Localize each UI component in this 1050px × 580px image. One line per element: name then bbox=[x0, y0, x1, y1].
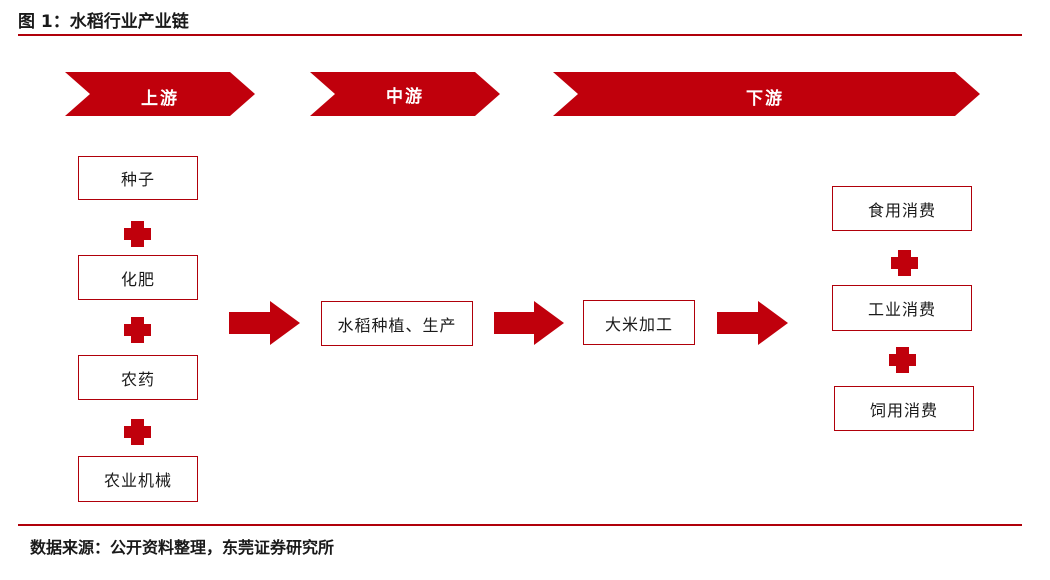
upstream-item-fertilizer: 化肥 bbox=[78, 255, 198, 300]
upstream-chevron bbox=[65, 72, 255, 116]
mid-planting-box: 水稻种植、生产 bbox=[321, 301, 473, 346]
upstream-item-machinery: 农业机械 bbox=[78, 456, 198, 502]
figure-title: 图 1：水稻行业产业链 bbox=[18, 12, 189, 32]
upstream-item-pesticide: 农药 bbox=[78, 355, 198, 400]
arrow-right-icon bbox=[717, 301, 788, 345]
arrow-right-icon bbox=[229, 301, 300, 345]
stage-downstream-label: 下游 bbox=[746, 89, 784, 109]
midstream-chevron bbox=[310, 72, 500, 116]
stage-upstream-label: 上游 bbox=[141, 89, 179, 109]
source-note: 数据来源：公开资料整理，东莞证券研究所 bbox=[30, 538, 335, 557]
downstream-item-industrial: 工业消费 bbox=[832, 285, 972, 331]
downstream-item-feed: 饲用消费 bbox=[834, 386, 974, 431]
arrow-right-icon bbox=[494, 301, 564, 345]
upstream-item-seed: 种子 bbox=[78, 156, 198, 200]
stage-midstream-label: 中游 bbox=[386, 87, 424, 107]
downstream-chevron bbox=[553, 72, 980, 116]
bottom-rule bbox=[18, 524, 1022, 526]
downstream-item-food: 食用消费 bbox=[832, 186, 972, 231]
mid-processing-box: 大米加工 bbox=[583, 300, 695, 345]
top-rule bbox=[18, 34, 1022, 36]
